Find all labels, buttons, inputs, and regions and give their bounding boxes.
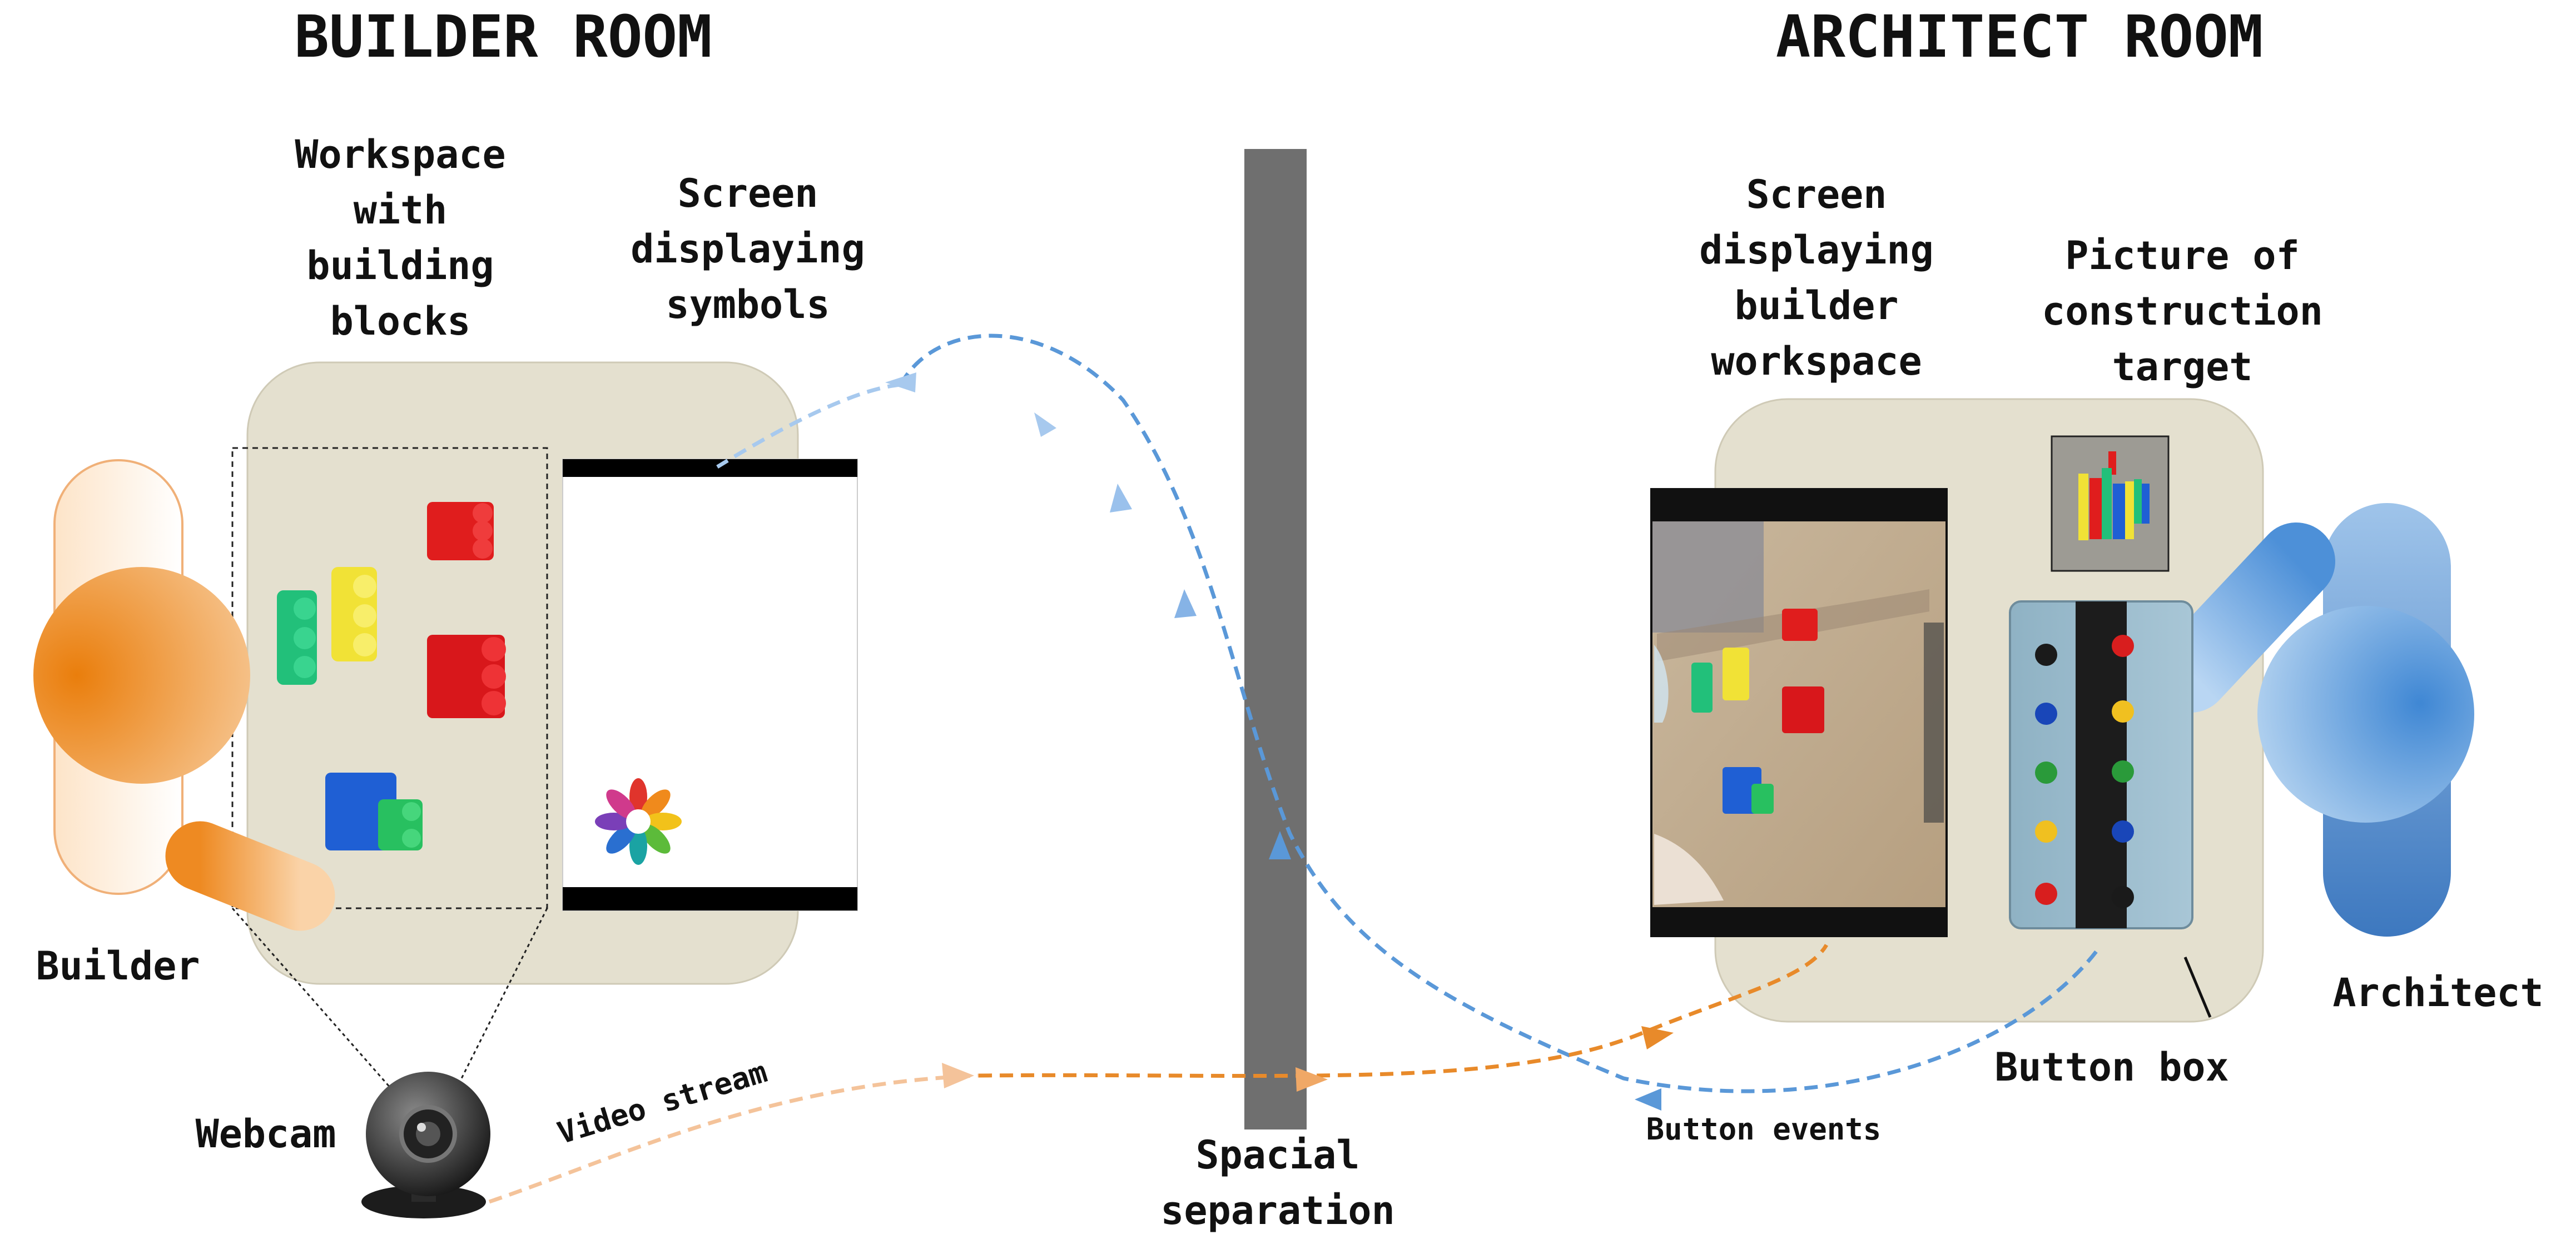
lego-block-icon (427, 502, 494, 560)
lego-block-icon (331, 567, 377, 661)
construction-target-picture (2051, 435, 2170, 572)
arrowhead (1110, 484, 1132, 512)
svg-text:symbols: symbols (666, 282, 830, 327)
arrowhead (1174, 589, 1197, 618)
svg-text:displaying: displaying (1699, 227, 1933, 273)
svg-text:Workspace: Workspace (295, 132, 505, 177)
arrowhead (885, 372, 916, 392)
arrowhead (1635, 1088, 1661, 1111)
svg-text:workspace: workspace (1711, 339, 1922, 384)
workspace-video-screen (1650, 488, 1948, 937)
lego-block-icon (427, 635, 506, 718)
builder-room-title: BUILDER ROOM (294, 3, 712, 71)
svg-text:target: target (2112, 344, 2253, 390)
video-stream-arrow (978, 944, 1829, 1078)
spacial-separation-wall (1244, 149, 1307, 1129)
webcam-view-line (231, 908, 400, 1098)
svg-text:Spacial: Spacial (1195, 1132, 1359, 1178)
symbol-screen-label: Screen displaying symbols (631, 171, 865, 327)
architect-label: Architect (2332, 970, 2543, 1016)
builder-label: Builder (36, 943, 200, 989)
arrowhead (1034, 412, 1056, 437)
camera-view-area (231, 447, 548, 909)
svg-text:separation: separation (1160, 1188, 1394, 1233)
webcam-icon (361, 1072, 490, 1218)
svg-text:Screen: Screen (678, 171, 818, 216)
svg-text:Screen: Screen (1746, 172, 1887, 217)
svg-text:displaying: displaying (631, 226, 865, 272)
builder-person (33, 459, 335, 931)
lego-block-icon (325, 773, 423, 850)
svg-text:Picture of: Picture of (2065, 233, 2299, 278)
button-events-arrow (716, 382, 901, 469)
arrowhead (1269, 831, 1291, 859)
svg-text:construction: construction (2042, 288, 2323, 334)
architect-person (2152, 503, 2474, 937)
svg-text:building: building (306, 243, 494, 288)
arrowhead (1296, 1067, 1328, 1092)
arrowhead (1641, 1026, 1674, 1049)
target-picture-label: Picture of construction target (2042, 233, 2323, 390)
svg-text:with: with (354, 187, 448, 233)
video-stream-label: Video stream (553, 1054, 771, 1151)
webcam-view-line (455, 908, 548, 1090)
architect-room-title: ARCHITECT ROOM (1776, 3, 2264, 71)
svg-text:builder: builder (1734, 283, 1898, 329)
svg-text:blocks: blocks (330, 298, 471, 344)
workspace-screen-label: Screen displaying builder workspace (1699, 172, 1933, 384)
button-box-label: Button box (1994, 1044, 2228, 1090)
symbol-pinwheel-icon (595, 778, 682, 865)
webcam-label: Webcam (196, 1111, 336, 1157)
button-box-pointer-line (2183, 957, 2212, 1018)
lego-block-icon (277, 590, 317, 685)
button-events-label: Button events (1646, 1112, 1882, 1147)
workspace-label: Workspace with building blocks (295, 132, 505, 344)
arrowhead (942, 1063, 974, 1088)
button-icon (2035, 635, 2134, 908)
button-events-arrow (899, 334, 2098, 1093)
symbol-screen (562, 459, 858, 911)
spacial-separation-label: Spacial separation (1160, 1132, 1394, 1233)
